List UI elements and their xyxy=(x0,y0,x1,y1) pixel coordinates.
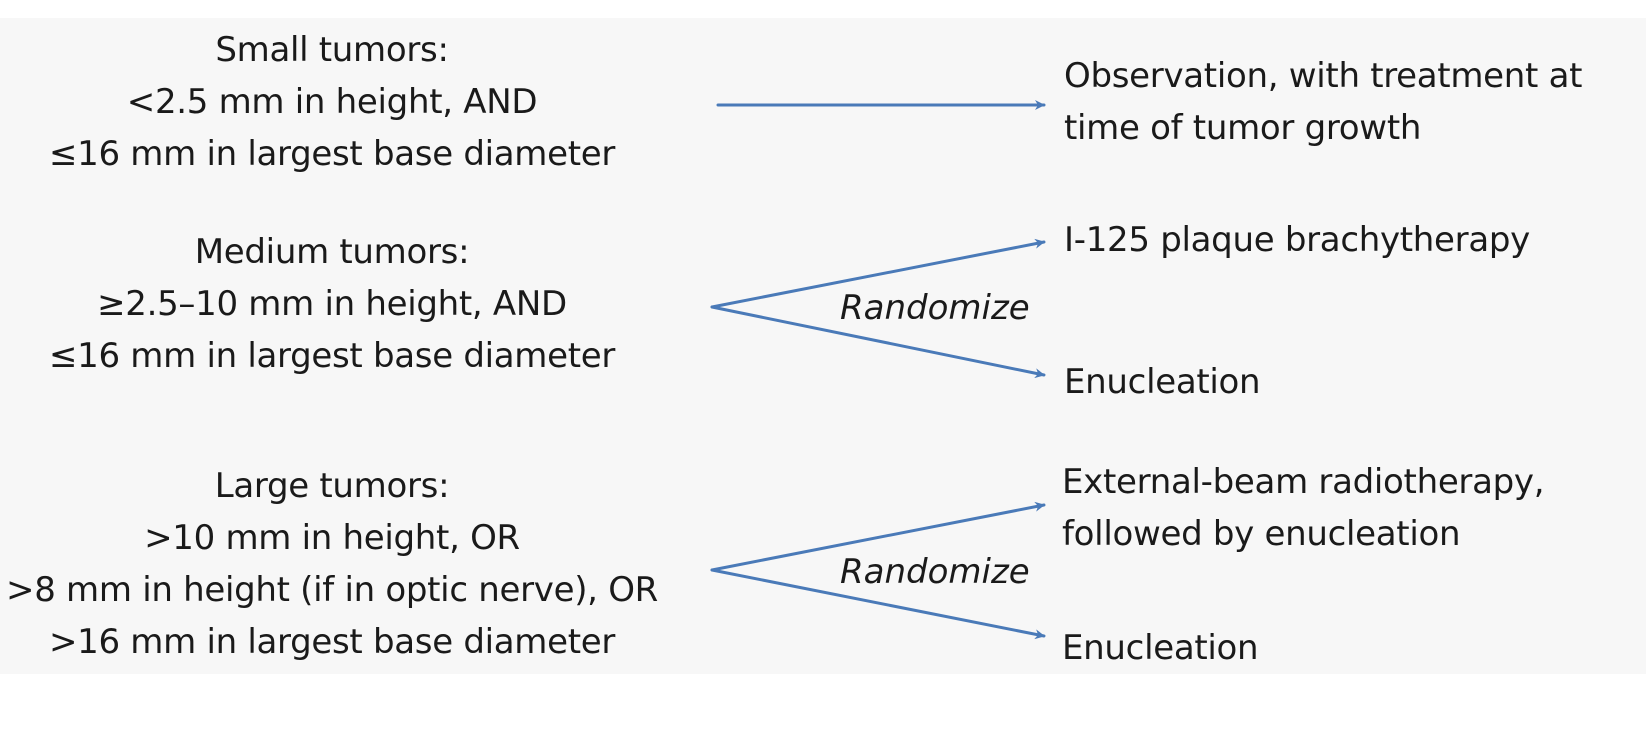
large-outcome-enucleation: Enucleation xyxy=(1062,622,1259,674)
small-outcome-line-1: Observation, with treatment at xyxy=(1064,56,1583,96)
medium-outcome-enucleation-line: Enucleation xyxy=(1064,362,1261,402)
large-tumors-criteria: Large tumors: >10 mm in height, OR >8 mm… xyxy=(0,460,692,668)
medium-tumors-criteria: Medium tumors: ≥2.5–10 mm in height, AND… xyxy=(0,226,692,382)
medium-outcome-plaque: I-125 plaque brachytherapy xyxy=(1064,214,1530,266)
medium-outcome-plaque-line: I-125 plaque brachytherapy xyxy=(1064,220,1530,260)
small-tumors-diameter: ≤16 mm in largest base diameter xyxy=(48,134,616,174)
medium-tumors-heading: Medium tumors: xyxy=(194,232,470,272)
small-outcome-line-2: time of tumor growth xyxy=(1064,108,1422,148)
large-outcome-radiotherapy: External-beam radiotherapy, followed by … xyxy=(1062,456,1545,560)
large-outcome-radiotherapy-line-2: followed by enucleation xyxy=(1062,514,1461,554)
large-tumors-optic-nerve: >8 mm in height (if in optic nerve), OR xyxy=(6,570,658,610)
large-randomize-label: Randomize xyxy=(840,552,1030,592)
medium-tumors-diameter: ≤16 mm in largest base diameter xyxy=(48,336,616,376)
medium-randomize-label: Randomize xyxy=(840,288,1030,328)
large-tumors-diameter: >16 mm in largest base diameter xyxy=(48,622,616,662)
large-outcome-radiotherapy-line-1: External-beam radiotherapy, xyxy=(1062,462,1545,502)
medium-outcome-enucleation: Enucleation xyxy=(1064,356,1261,408)
large-outcome-enucleation-line: Enucleation xyxy=(1062,628,1259,668)
small-tumors-height: <2.5 mm in height, AND xyxy=(126,82,538,122)
medium-tumors-height: ≥2.5–10 mm in height, AND xyxy=(97,284,567,324)
large-tumors-heading: Large tumors: xyxy=(214,466,450,506)
small-tumors-outcome: Observation, with treatment at time of t… xyxy=(1064,50,1582,154)
small-tumors-criteria: Small tumors: <2.5 mm in height, AND ≤16… xyxy=(0,24,692,180)
large-tumors-height: >10 mm in height, OR xyxy=(144,518,520,558)
small-tumors-heading: Small tumors: xyxy=(215,30,449,70)
